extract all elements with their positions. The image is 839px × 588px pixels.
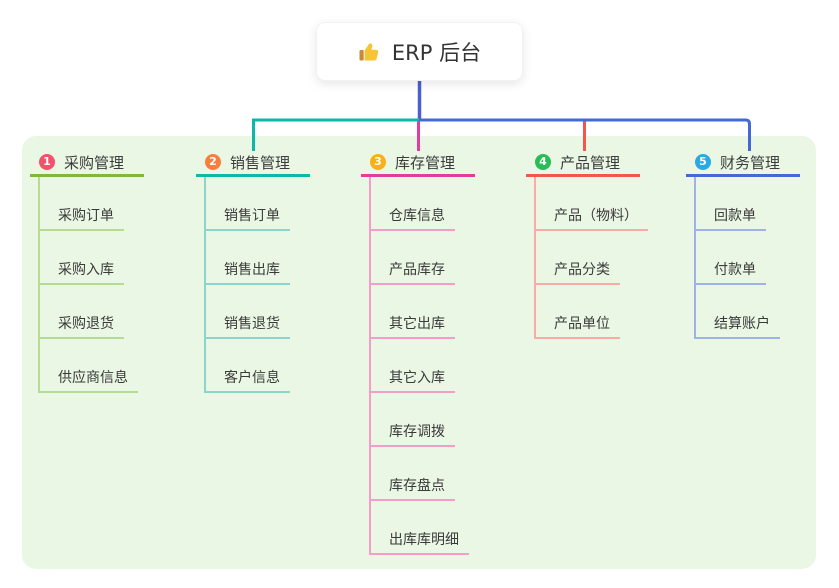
child-node[interactable]: 销售订单 bbox=[206, 205, 290, 231]
child-row: 库存调拨 bbox=[371, 393, 475, 447]
branch-node[interactable]: 1 采购管理 bbox=[30, 150, 144, 177]
child-node[interactable]: 回款单 bbox=[696, 205, 766, 231]
child-node[interactable]: 产品单位 bbox=[536, 313, 620, 339]
branch-label: 采购管理 bbox=[64, 153, 125, 172]
branch-children: 仓库信息产品库存其它出库其它入库库存调拨库存盘点出库库明细 bbox=[369, 177, 475, 555]
child-row: 付款单 bbox=[696, 231, 800, 285]
root-node-title: ERP 后台 bbox=[391, 40, 482, 65]
child-row: 产品分类 bbox=[536, 231, 640, 285]
child-row: 采购订单 bbox=[40, 177, 144, 231]
child-node[interactable]: 采购退货 bbox=[40, 313, 124, 339]
branch-label: 销售管理 bbox=[230, 153, 291, 172]
child-node[interactable]: 库存调拨 bbox=[371, 421, 455, 447]
branch-4: 4 产品管理产品（物料） 产品分类产品单位 bbox=[526, 150, 648, 339]
child-node[interactable]: 采购入库 bbox=[40, 259, 124, 285]
child-row: 供应商信息 bbox=[40, 339, 144, 393]
child-node[interactable]: 出库库明细 bbox=[371, 529, 469, 555]
branch-children: 销售订单销售出库销售退货客户信息 bbox=[204, 177, 310, 393]
child-row: 回款单 bbox=[696, 177, 800, 231]
child-row: 销售订单 bbox=[206, 177, 310, 231]
branch-number-badge: 1 bbox=[39, 154, 55, 170]
child-row: 采购入库 bbox=[40, 231, 144, 285]
child-row: 销售退货 bbox=[206, 285, 310, 339]
child-node[interactable]: 其它入库 bbox=[371, 367, 455, 393]
child-node[interactable]: 产品分类 bbox=[536, 259, 620, 285]
child-node[interactable]: 产品库存 bbox=[371, 259, 455, 285]
branch-5: 5 财务管理回款单付款单结算账户 bbox=[686, 150, 800, 339]
child-node[interactable]: 销售出库 bbox=[206, 259, 290, 285]
branch-children: 回款单付款单结算账户 bbox=[694, 177, 800, 339]
branch-label: 库存管理 bbox=[395, 153, 456, 172]
child-node[interactable]: 采购订单 bbox=[40, 205, 124, 231]
child-row: 其它入库 bbox=[371, 339, 475, 393]
child-row: 销售出库 bbox=[206, 231, 310, 285]
branches-background-panel bbox=[22, 136, 816, 569]
branch-number-badge: 3 bbox=[370, 154, 386, 170]
child-row: 采购退货 bbox=[40, 285, 144, 339]
branch-number-badge: 4 bbox=[535, 154, 551, 170]
child-node[interactable]: 付款单 bbox=[696, 259, 766, 285]
child-row: 客户信息 bbox=[206, 339, 310, 393]
child-node[interactable]: 供应商信息 bbox=[40, 367, 138, 393]
branch-node[interactable]: 5 财务管理 bbox=[686, 150, 800, 177]
branch-children: 采购订单采购入库采购退货供应商信息 bbox=[38, 177, 144, 393]
child-node[interactable]: 其它出库 bbox=[371, 313, 455, 339]
child-row: 结算账户 bbox=[696, 285, 800, 339]
branch-number-badge: 2 bbox=[205, 154, 221, 170]
child-row: 出库库明细 bbox=[371, 501, 475, 555]
branch-number-badge: 5 bbox=[695, 154, 711, 170]
branch-label: 财务管理 bbox=[720, 153, 781, 172]
child-node[interactable]: 销售退货 bbox=[206, 313, 290, 339]
root-node[interactable]: ERP 后台 bbox=[316, 22, 523, 81]
branch-3: 3 库存管理仓库信息产品库存其它出库其它入库库存调拨库存盘点出库库明细 bbox=[361, 150, 475, 555]
thumbs-up-icon bbox=[358, 40, 382, 64]
child-node[interactable]: 库存盘点 bbox=[371, 475, 455, 501]
child-node[interactable]: 仓库信息 bbox=[371, 205, 455, 231]
child-row: 产品（物料） bbox=[536, 177, 648, 231]
child-row: 产品库存 bbox=[371, 231, 475, 285]
branch-node[interactable]: 3 库存管理 bbox=[361, 150, 475, 177]
branch-children: 产品（物料） 产品分类产品单位 bbox=[534, 177, 648, 339]
branch-label: 产品管理 bbox=[560, 153, 621, 172]
child-node[interactable]: 客户信息 bbox=[206, 367, 290, 393]
child-row: 库存盘点 bbox=[371, 447, 475, 501]
child-row: 仓库信息 bbox=[371, 177, 475, 231]
child-node[interactable]: 结算账户 bbox=[696, 313, 780, 339]
branch-2: 2 销售管理销售订单销售出库销售退货客户信息 bbox=[196, 150, 310, 393]
branch-1: 1 采购管理采购订单采购入库采购退货供应商信息 bbox=[30, 150, 144, 393]
child-row: 产品单位 bbox=[536, 285, 640, 339]
child-row: 其它出库 bbox=[371, 285, 475, 339]
child-node[interactable]: 产品（物料） bbox=[536, 205, 648, 231]
branch-node[interactable]: 4 产品管理 bbox=[526, 150, 640, 177]
branch-node[interactable]: 2 销售管理 bbox=[196, 150, 310, 177]
